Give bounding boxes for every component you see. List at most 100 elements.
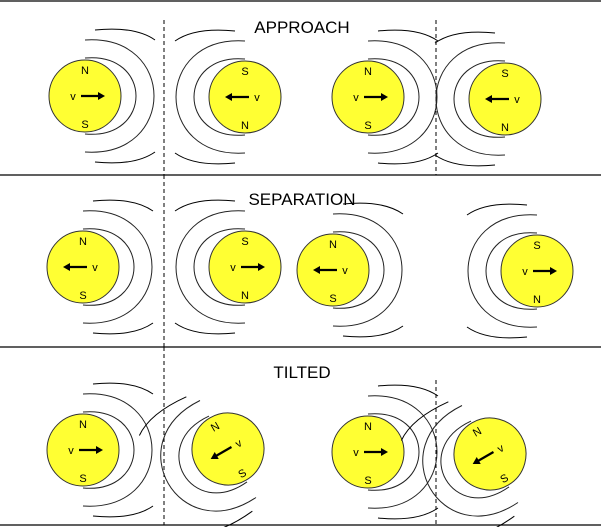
- pole-label-top: N: [364, 66, 372, 78]
- magnet-ball: SNv: [174, 199, 282, 335]
- magnet-ball: NSv: [138, 396, 265, 527]
- arrowhead-icon: [381, 93, 388, 101]
- flow-arrow: [174, 152, 236, 165]
- flow-arrow: [377, 384, 439, 397]
- field-line: [175, 40, 246, 154]
- flow-arrow: [174, 199, 236, 212]
- arrowhead-icon: [63, 263, 70, 271]
- flow-arrow: [195, 510, 253, 527]
- magnet-ball: N Sv: [46, 199, 154, 335]
- arrowhead-icon: [225, 93, 232, 101]
- panel-title-approach: APPROACH: [254, 18, 349, 37]
- arrowhead-icon: [98, 92, 105, 100]
- velocity-label: v: [353, 447, 359, 459]
- arrowhead-icon: [472, 457, 481, 464]
- velocity-label: v: [254, 92, 260, 104]
- pole-label-bottom: S: [329, 293, 336, 305]
- pole-label-top: S: [501, 68, 508, 80]
- pole-label-top: N: [79, 236, 87, 248]
- magnet-ball: S Nv: [434, 31, 542, 167]
- flow-arrow: [466, 203, 528, 216]
- flow-arrow: [138, 396, 187, 436]
- magnet-ball: N Sv: [46, 382, 154, 518]
- field-line: [422, 405, 519, 517]
- field-line: [82, 210, 153, 324]
- pole-label-bottom: S: [79, 290, 86, 302]
- arrowhead-icon: [550, 267, 557, 275]
- magnet-ball: NSv: [400, 401, 527, 527]
- pole-label-bottom: S: [81, 119, 88, 131]
- pole-label-top: N: [364, 421, 372, 433]
- velocity-label: v: [230, 262, 236, 274]
- field-line: [440, 420, 510, 499]
- flow-arrow: [174, 29, 236, 42]
- velocity-label: v: [353, 92, 359, 104]
- field-line: [332, 213, 403, 327]
- magnet-ball: S Nv: [466, 203, 574, 339]
- flow-arrow: [92, 382, 154, 395]
- arrowhead-icon: [96, 446, 103, 454]
- pole-label-bottom: N: [241, 120, 249, 132]
- arrowhead-icon: [210, 452, 219, 459]
- field-line: [193, 58, 246, 136]
- field-line: [367, 58, 420, 136]
- pole-label-top: S: [241, 66, 248, 78]
- flow-arrow: [94, 28, 156, 41]
- flow-arrow: [92, 199, 154, 212]
- flow-arrow: [466, 326, 528, 339]
- magnet-ball: N Sv: [296, 202, 404, 338]
- field-line: [467, 214, 538, 328]
- pole-label-bottom: S: [364, 475, 371, 487]
- field-line: [485, 232, 538, 310]
- magnet-ball: S Nv: [174, 29, 282, 165]
- velocity-label: v: [234, 437, 245, 450]
- velocity-arrow-icon: [475, 451, 495, 463]
- arrowhead-icon: [485, 95, 492, 103]
- velocity-label: v: [68, 445, 74, 457]
- field-line: [332, 231, 385, 309]
- pole-label-top: N: [329, 239, 337, 251]
- velocity-label: v: [522, 266, 528, 278]
- velocity-label: v: [70, 91, 76, 103]
- flow-arrow: [342, 325, 404, 338]
- pole-label-bottom: N: [241, 290, 249, 302]
- flow-arrow: [94, 151, 156, 164]
- pole-label-bottom: N: [501, 122, 509, 134]
- velocity-label: v: [514, 94, 520, 106]
- pole-label-bottom: S: [79, 473, 86, 485]
- flow-arrow: [434, 31, 496, 44]
- flow-arrow: [434, 154, 496, 167]
- field-line: [193, 228, 246, 306]
- velocity-label: v: [342, 265, 348, 277]
- magnet-ball: N Sv: [331, 384, 439, 520]
- velocity-label: v: [92, 262, 98, 274]
- flow-arrow: [92, 505, 154, 518]
- field-line: [84, 39, 155, 153]
- flow-arrow: [400, 401, 449, 441]
- pole-label-bottom: S: [364, 120, 371, 132]
- field-line: [367, 395, 438, 509]
- flow-arrow: [457, 515, 515, 527]
- velocity-arrow-icon: [213, 446, 233, 458]
- field-line: [82, 228, 135, 306]
- pole-label-top: N: [79, 419, 87, 431]
- flow-arrow: [92, 322, 154, 335]
- pole-label-top: S: [533, 240, 540, 252]
- pole-label-bottom: N: [533, 294, 541, 306]
- arrowhead-icon: [313, 266, 320, 274]
- magnet-ball: N Sv: [331, 29, 439, 165]
- field-line: [84, 57, 137, 135]
- field-line: [82, 393, 153, 507]
- panel-title-tilted: TILTED: [273, 363, 330, 382]
- arrowhead-icon: [381, 448, 388, 456]
- flow-arrow: [174, 322, 236, 335]
- field-line: [435, 42, 506, 156]
- magnet-ball: NSv: [48, 28, 156, 164]
- field-line: [160, 400, 257, 512]
- flow-arrow: [377, 507, 439, 520]
- field-line: [175, 210, 246, 324]
- flow-arrow: [377, 29, 439, 42]
- field-line: [178, 415, 248, 494]
- field-line: [82, 411, 135, 489]
